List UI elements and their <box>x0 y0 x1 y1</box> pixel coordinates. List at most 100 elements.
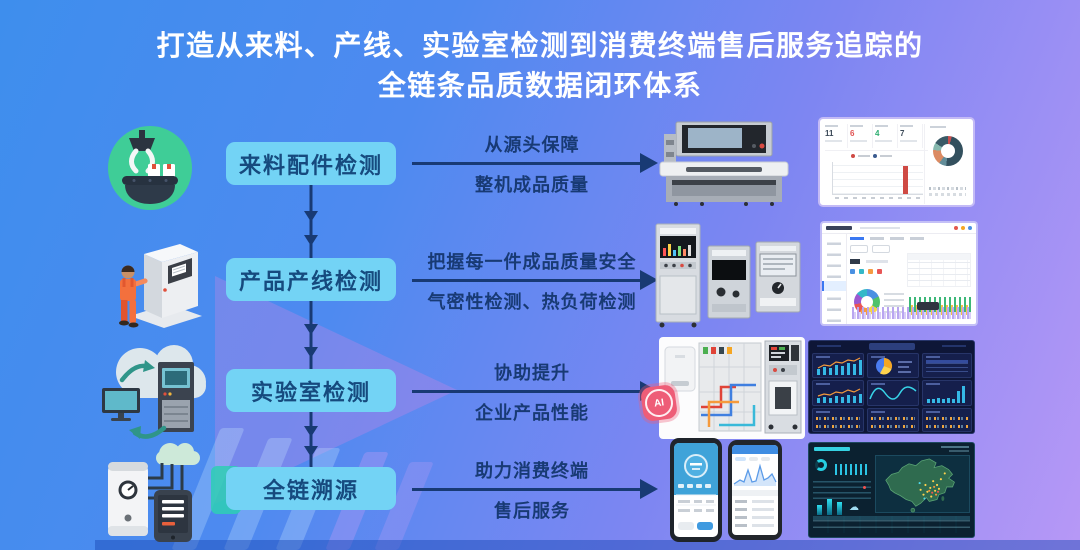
arrow-caption-top: 从源头保障 <box>484 135 580 155</box>
cloud-server-sync-icon <box>94 336 216 448</box>
down-arrow-connector-2 <box>303 301 319 369</box>
panel-bar-line-chart <box>812 380 864 406</box>
donut-hole <box>941 144 955 158</box>
mini-table <box>813 479 871 499</box>
flow-arrow-production: 把握每一件成品质量安全 气密性检测、热负荷检测 <box>410 238 658 322</box>
water-heater-phone-icon <box>92 438 220 546</box>
status-strip <box>926 425 968 428</box>
title-line-2: 全链条品质数据闭环体系 <box>377 70 703 101</box>
red-bar <box>902 166 908 194</box>
dashboard-sidebar <box>822 233 847 324</box>
tab <box>910 237 924 240</box>
kpi-dot <box>868 269 873 274</box>
donut-legend <box>929 187 966 190</box>
kpi-icons <box>850 269 882 274</box>
arrow-caption-bottom: 售后服务 <box>494 501 570 521</box>
ai-badge: AI <box>639 383 679 423</box>
tab-active <box>850 237 864 240</box>
donut-chart <box>933 136 963 166</box>
weather-cloud-icon: ☁ <box>849 502 859 513</box>
panel-wave-line-chart <box>867 380 919 406</box>
legend-label-bar <box>858 155 870 157</box>
left-stats-column: ☁ <box>813 455 871 515</box>
arrow-shaft <box>412 161 642 165</box>
stage-label: 实验室检测 <box>250 379 371 405</box>
panel-title-bar <box>930 126 946 128</box>
panel-data-table <box>922 353 972 378</box>
worker-inspection-machine-icon <box>102 238 202 344</box>
tab <box>890 237 904 240</box>
traceability-map-dashboard: ☁ <box>808 442 975 538</box>
status-strip <box>871 417 915 420</box>
kpi-dot <box>859 269 864 274</box>
flow-arrow-lab: 协助提升 企业产品性能 <box>410 349 658 433</box>
header-info-bar <box>941 446 969 448</box>
arrow-caption-bottom: 气密性检测、热负荷检测 <box>427 292 637 312</box>
decor-bottom-bar <box>95 540 1080 550</box>
arrow-caption-bottom: 整机成品质量 <box>475 175 589 195</box>
production-quality-dashboard <box>820 221 978 326</box>
ai-badge-label: AI <box>653 396 665 410</box>
flow-arrow-trace: 助力消费终端 售后服务 <box>410 447 658 531</box>
arrow-shaft <box>412 278 642 282</box>
stat-tile: 4 <box>875 124 898 148</box>
stat-tile: 11 <box>825 124 848 148</box>
topbar-dot <box>961 226 965 230</box>
incoming-test-bench-photo <box>658 120 790 206</box>
filter-chip <box>850 245 868 253</box>
logo-bar <box>826 226 852 230</box>
claw-conveyor-icon <box>108 126 192 210</box>
status-strip <box>816 425 860 428</box>
arrow-caption-top: 协助提升 <box>494 363 570 383</box>
vertical-bar <box>837 502 842 515</box>
stage-label: 全链溯源 <box>262 477 359 503</box>
stage-label: 产品产线检测 <box>238 268 383 294</box>
stat-tile: 7 <box>900 124 923 148</box>
stage-box-production-line-inspection: 产品产线检测 <box>226 258 396 301</box>
chart-legend <box>851 154 901 158</box>
stage-box-lab-inspection: 实验室检测 <box>226 369 396 412</box>
panel-bar-chart <box>922 380 972 406</box>
gauge-ring <box>815 459 827 471</box>
arrow-shaft <box>412 487 642 491</box>
purple-bar-chart <box>852 302 971 321</box>
content-tabs <box>850 235 924 242</box>
dashboard-title-bar <box>868 343 915 350</box>
vertical-bar <box>817 505 822 515</box>
alert-dot <box>863 486 866 489</box>
header-deco-bar <box>942 345 966 347</box>
dashboard-content <box>848 235 973 321</box>
chart-tooltip <box>917 302 940 310</box>
dashboard-topbar <box>822 223 976 234</box>
lab-big-data-dashboard <box>808 340 975 434</box>
donut-panel <box>924 124 969 204</box>
page-title: 打造从来料、产线、实验室检测到消费终端售后服务追踪的 全链条品质数据闭环体系 <box>0 26 1080 106</box>
header-deco-bar <box>817 345 841 347</box>
status-strip <box>816 417 860 420</box>
down-arrow-connector-1 <box>303 185 319 258</box>
sidebar-active-item <box>822 281 846 291</box>
arrow-head-icon <box>640 270 658 290</box>
arrow-caption-bottom: 企业产品性能 <box>475 403 589 423</box>
panel-status-strips <box>812 408 864 432</box>
legend-dot-red <box>851 154 855 158</box>
panel-bar-line-chart <box>812 353 864 378</box>
lab-test-rig-photo <box>659 337 805 439</box>
panel-status-strips <box>922 408 972 432</box>
stage-box-full-chain-trace: 全链溯源 <box>226 467 396 510</box>
vertical-bar <box>827 499 832 515</box>
ai-badge-ring: AI <box>643 387 675 419</box>
status-strip <box>871 425 915 428</box>
stat-value: 11 <box>825 129 834 138</box>
kpi-label-bar <box>866 260 888 263</box>
arrow-head-icon <box>640 479 658 499</box>
panel-status-strips <box>867 408 919 432</box>
production-line-testers-photo <box>652 220 804 330</box>
flow-arrow-incoming: 从源头保障 整机成品质量 <box>410 121 658 205</box>
arrow-shaft <box>412 389 642 393</box>
arrow-caption-top: 把握每一件成品质量安全 <box>427 252 637 272</box>
filter-chips <box>850 245 890 253</box>
kpi-block <box>850 257 906 281</box>
stage-box-incoming-inspection: 来料配件检测 <box>226 142 396 185</box>
